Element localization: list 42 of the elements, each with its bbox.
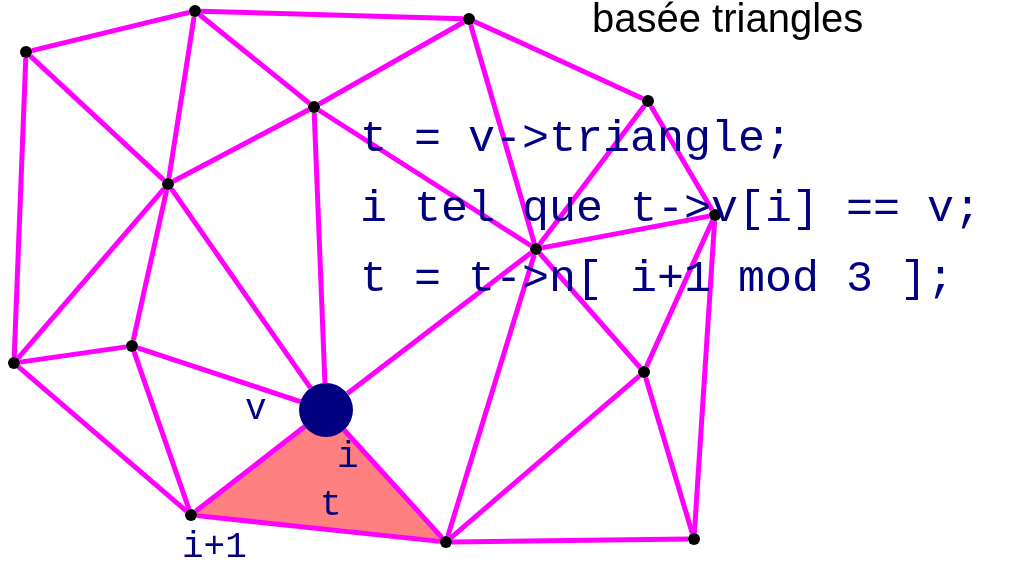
title: basée triangles [592, 0, 864, 40]
mesh-edge [445, 254, 537, 537]
mesh-edge [345, 250, 533, 396]
mesh-edge [468, 24, 537, 244]
mesh-edge [19, 344, 127, 365]
mesh-edge [311, 112, 328, 384]
mesh-edge [169, 187, 313, 390]
vertex-dot [642, 95, 654, 107]
mesh-edge [172, 107, 310, 184]
mesh-edge [473, 19, 644, 101]
vertex-dot [8, 357, 20, 369]
mesh-edge [200, 8, 464, 22]
mesh-edge [16, 186, 166, 361]
mesh-edge [130, 189, 170, 341]
vertex-dot [463, 13, 475, 25]
vertex-dot [688, 533, 700, 545]
mesh-edge [691, 220, 718, 534]
mesh-edge [16, 365, 189, 513]
mesh-edge [198, 12, 311, 106]
highlighted-vertex [299, 383, 353, 437]
mesh-edge [136, 345, 302, 404]
mesh-edge [643, 377, 695, 534]
vertex-dot [189, 5, 201, 17]
vertex-label: i [337, 440, 359, 476]
mesh-edge [451, 536, 689, 545]
mesh-edge [318, 19, 465, 107]
mesh-edge [196, 513, 441, 544]
mesh-edge [317, 108, 533, 248]
vertex-label: t [320, 488, 342, 524]
mesh-edge [31, 10, 190, 53]
vertex-label: v [245, 392, 267, 428]
mesh-edge [11, 57, 29, 358]
mesh-edge [448, 374, 642, 540]
mesh-edge [131, 350, 192, 511]
mesh-edge [28, 54, 166, 182]
mesh-edge [166, 16, 197, 179]
vertex-dot [126, 340, 138, 352]
vertex-dot [20, 46, 32, 58]
vertex-label: i+1 [182, 530, 247, 564]
mesh-edge [342, 428, 444, 540]
mesh-edge [194, 424, 307, 514]
mesh-edge [648, 104, 715, 212]
